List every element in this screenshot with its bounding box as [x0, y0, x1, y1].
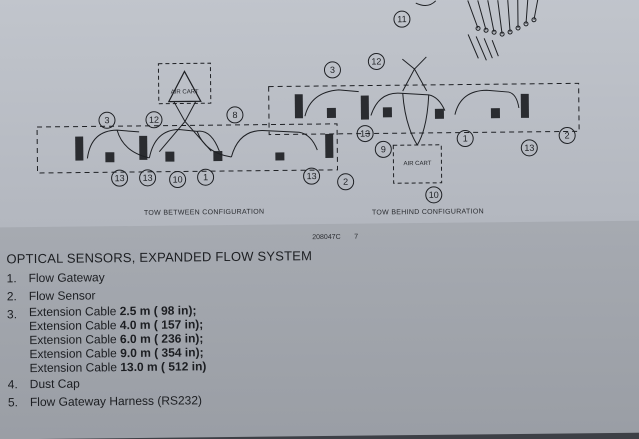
air-cart-label-right: AIR CART	[403, 161, 431, 167]
item-number: 1.	[6, 271, 17, 286]
list-item: 4. Dust Cap	[8, 373, 207, 393]
callout-1-right: 1	[463, 133, 468, 143]
callout-2-right: 2	[565, 130, 570, 140]
item-number: 3.	[6, 307, 18, 322]
callout-11: 11	[397, 14, 406, 24]
callout-9: 9	[381, 144, 386, 154]
cable-size-line: Extension Cable 13.0 m ( 512 in)	[29, 359, 207, 376]
callout-13-e: 13	[524, 143, 534, 153]
list-item: 1. Flow Gateway	[7, 267, 206, 287]
air-cart-label-left: AIR CART	[171, 89, 199, 95]
item-label: Flow Gateway Harness (RS232)	[29, 393, 203, 410]
list-item: 5. Flow Gateway Harness (RS232)	[8, 391, 207, 411]
caption-tow-behind: TOW BEHIND CONFIGURATION	[371, 208, 484, 217]
callout-12-right: 12	[371, 56, 381, 66]
callout-3-right: 3	[330, 65, 335, 75]
parts-list: 1. Flow Gateway 2. Flow Sensor 3. Extens…	[7, 267, 207, 411]
callout-10-left: 10	[173, 174, 183, 184]
callout-2-left: 2	[343, 177, 348, 187]
tow-between-config	[36, 62, 339, 174]
harness-bundle	[415, 0, 539, 61]
item-label: Flow Sensor	[28, 288, 96, 304]
callout-10-right: 10	[429, 190, 439, 200]
figure-number: 7	[354, 233, 359, 241]
callout-13-d: 13	[360, 129, 370, 139]
item-number: 4.	[7, 377, 18, 392]
item-label: Flow Gateway	[28, 270, 105, 286]
callout-13-c: 13	[307, 171, 317, 181]
item-label: Dust Cap	[29, 376, 80, 392]
tow-behind-config	[268, 56, 580, 184]
callout-13-a: 13	[115, 173, 125, 183]
section-heading: OPTICAL SENSORS, EXPANDED FLOW SYSTEM	[6, 248, 313, 267]
callouts	[98, 10, 576, 204]
callout-1-left: 1	[203, 172, 208, 182]
callout-13-b: 13	[143, 173, 153, 183]
item-number: 5.	[7, 395, 19, 410]
callout-3-left: 3	[104, 115, 109, 125]
callout-12-left: 12	[149, 115, 159, 125]
caption-tow-between: TOW BETWEEN CONFIGURATION	[143, 208, 265, 217]
callout-8: 8	[232, 110, 237, 120]
list-item: 3. Extension Cable 2.5 m ( 98 in); Exten…	[6, 303, 207, 375]
item-number: 2.	[6, 289, 17, 304]
flow-system-diagram: 11 3 12 8 13 13 10 1 13 2 3 12 13 1 9 10…	[36, 0, 580, 204]
figure-code: 208047C	[312, 233, 341, 242]
extension-cable-sizes: Extension Cable 2.5 m ( 98 in); Extensio…	[29, 303, 207, 375]
list-item: 2. Flow Sensor	[7, 285, 206, 305]
